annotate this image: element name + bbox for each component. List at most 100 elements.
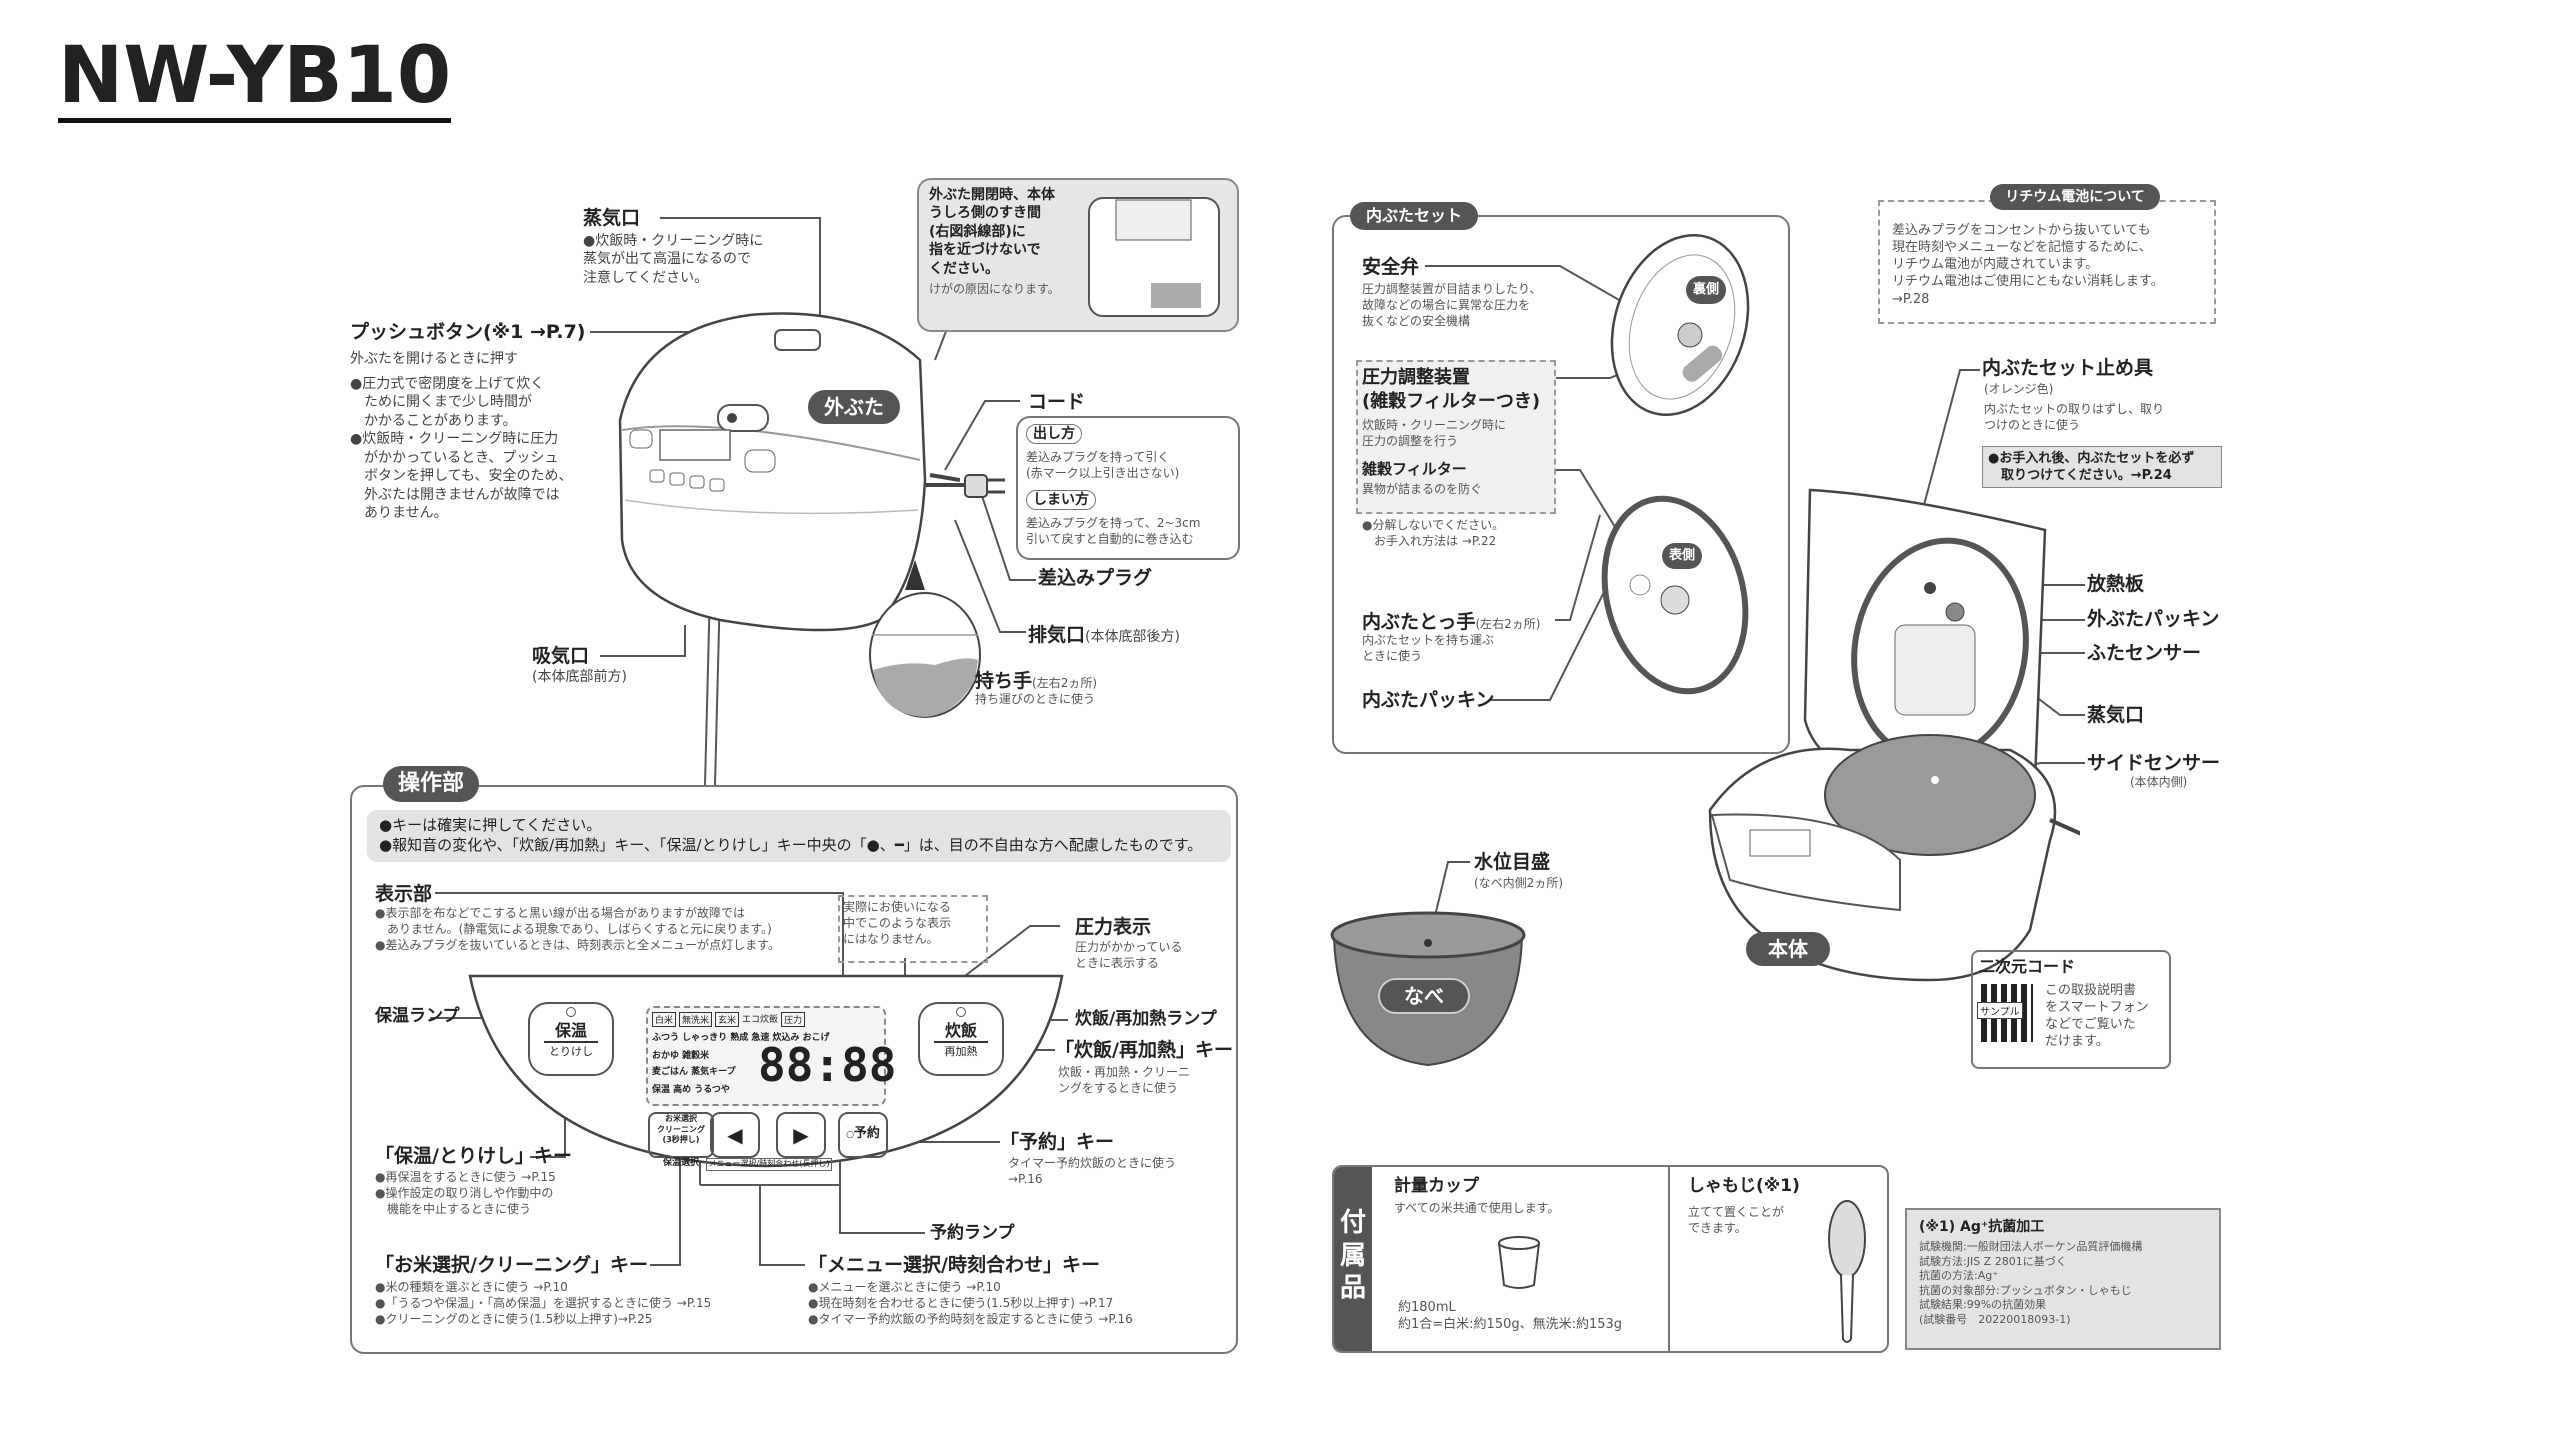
lcd-menu-row: 麦ごはん 蒸気キープ (652, 1067, 736, 1077)
cord-pull-desc: 差込みプラグを持って引く (赤マーク以上引き出さない) (1026, 450, 1180, 480)
control-panel-badge: 操作部 (383, 766, 479, 802)
keep-warm-cancel-button[interactable]: 保温 とりけし (528, 1002, 614, 1076)
lithium-text: 差込みプラグをコンセントから抜いていても 現在時刻やメニューなどを記憶するために… (1892, 223, 2164, 307)
timer-key-label: 「予約」キー (1000, 1131, 1115, 1153)
pressure-device-box: 圧力調整装置 (雑穀フィルターつき) 炊飯時・クリーニング時に 圧力の調整を行う… (1356, 360, 1556, 514)
rear-gap-illustration (1088, 197, 1220, 317)
exhaust-note: (本体底部後方) (1085, 629, 1180, 645)
timer-lamp-label: 予約ランプ (930, 1223, 1015, 1243)
cord-store-title: しまい方 (1026, 490, 1096, 511)
cook-button-top: 炊飯 (934, 1017, 988, 1043)
cook-button-bottom: 再加熱 (944, 1045, 978, 1058)
inner-lid-badge: 内ぶたセット (1350, 202, 1478, 230)
steam-vent-cap (774, 329, 821, 351)
back-side-badge: 裏側 (1686, 276, 1726, 304)
heat-plate-label: 放熱板 (2087, 573, 2145, 595)
menu-button-sub: メニュー選択/時刻合わせ(長押し) (706, 1158, 832, 1171)
intake-note: (本体底部前方) (532, 669, 627, 685)
outer-lid-badge: 外ぶた (808, 390, 900, 424)
measuring-cup-desc: すべての米共通で使用します。 (1394, 1201, 1560, 1215)
qr-sample-label: サンプル (1977, 1002, 2023, 1019)
knob-note: (左右2ヵ所) (1475, 617, 1541, 631)
cord-store-desc: 差込みプラグを持って、2~3cm 引いて戻すと自動的に巻き込む (1026, 516, 1201, 546)
lithium-badge: リチウム電池について (1990, 184, 2160, 210)
cook-key-desc: 炊飯・再加熱・クリーニ ングをするときに使う (1058, 1065, 1191, 1095)
display-label: 表示部 (375, 883, 433, 905)
qr-code-box: 二次元コード サンプル この取扱説明書 をスマートフォン などでご覧いた だけま… (1971, 950, 2171, 1069)
keep-warm-key-label: 「保温/とりけし」キー (375, 1145, 572, 1167)
menu-left-button[interactable]: ◀ (710, 1112, 760, 1158)
rice-key-desc: ●米の種類を選ぶときに使う →P.10 ●「うるつや保温」・「高め保温」を選択す… (375, 1280, 712, 1326)
exhaust-label-text: 排気口 (1028, 624, 1086, 646)
paddle-desc: 立てて置くことが できます。 (1688, 1205, 1785, 1235)
lid-stopper-desc: 内ぶたセットの取りはずし、取り つけのときに使う (1984, 402, 2165, 432)
steam-vent-desc: ●炊飯時・クリーニング時に 蒸気が出て高温になるので 注意してください。 (583, 233, 764, 286)
timer-key-desc: タイマー予約炊飯のときに使う →P.16 (1008, 1156, 1177, 1186)
main-body-badge: 本体 (1746, 932, 1830, 966)
safety-valve-label: 安全弁 (1362, 256, 1420, 278)
cook-lamp-label: 炊飯/再加熱ランプ (1075, 1009, 1217, 1029)
lcd-item: 白米 (652, 1012, 677, 1027)
inner-lid-back-illustration (1610, 233, 1750, 417)
menu-key-desc: ●メニューを選ぶときに使う →P.10 ●現在時刻を合わせるときに使う(1.5秒… (808, 1280, 1133, 1326)
warning-box: 外ぶた開閉時、本体 うしろ側のすき間 (右図斜線部)に 指を近づけないで くださ… (917, 178, 1239, 332)
pressure-label: 圧力表示 (1075, 916, 1152, 938)
side-sensor-label: サイドセンサー (2087, 752, 2221, 774)
push-button-notes: ●圧力式で密閉度を上げて炊く ために開くまで少し時間が かかることがあります。 … (350, 376, 573, 522)
filter-label: 雑穀フィルター (1362, 460, 1467, 478)
knob-desc: 内ぶたセットを持ち運ぶ ときに使う (1362, 633, 1495, 663)
water-level-note: (なべ内側2ヵ所) (1474, 876, 1563, 890)
plug-icon (925, 474, 1005, 498)
lcd-time: 88:88 (758, 1038, 897, 1092)
accessories-box: 付 属 品 計量カップ すべての米共通で使用します。 約180mL 約1合=白米… (1332, 1165, 1889, 1353)
control-panel-section (350, 785, 1238, 1354)
display-dotted-note: 実際にお使いになる 中でこのような表示 にはなりません。 (838, 895, 988, 963)
measuring-cup-icon (1498, 1236, 1540, 1289)
main-steam-vent-label: 蒸気口 (2087, 704, 2145, 726)
pressure-desc: 圧力がかかっている ときに表示する (1075, 940, 1183, 970)
handle-inset-illustration (869, 560, 981, 718)
lcd-menu-row: ふつう しゃっきり 熟成 急速 炊込み おこげ (652, 1033, 830, 1043)
handle-note: (左右2ヵ所) (1032, 676, 1098, 690)
rice-cleaning-button[interactable]: お米選択 クリーニング (3秒押し) (648, 1112, 714, 1158)
exhaust-label: 排気口(本体底部後方) (1028, 620, 1180, 647)
warning-title: 外ぶた開閉時、本体 うしろ側のすき間 (右図斜線部)に 指を近づけないで くださ… (929, 187, 1055, 277)
rice-paddle-icon (1828, 1200, 1866, 1343)
triangle-right-icon: ▶ (793, 1123, 809, 1147)
keep-warm-button-top: 保温 (544, 1017, 598, 1043)
lcd-item: 無洗米 (679, 1012, 713, 1027)
timer-button-label: 予約 (853, 1126, 880, 1141)
cook-lamp-icon (956, 1007, 966, 1017)
lcd-menu-row: おかゆ 雑穀米 (652, 1051, 710, 1061)
measuring-cup-label: 計量カップ (1394, 1176, 1479, 1196)
cord-label: コード (1028, 391, 1086, 413)
lcd-warm-row: 保温 高め うるつや (652, 1085, 730, 1095)
cook-key-label: 「炊飯/再加熱」キー (1055, 1039, 1233, 1061)
measuring-cup-spec: 約180mL 約1合=白米:約150g、無洗米:約153g (1398, 1300, 1623, 1333)
cord-instructions-box: 出し方 差込みプラグを持って引く (赤マーク以上引き出さない) しまい方 差込み… (1016, 416, 1240, 560)
antibacterial-lines: 試験機関:一般財団法人ボーケン品質評価機構 試験方法:JIS Z 2801に基づ… (1919, 1240, 2143, 1326)
outer-lid-packing-label: 外ぶたパッキン (2087, 608, 2220, 630)
handle-label: 持ち手(左右2ヵ所) (975, 666, 1097, 693)
pot-badge: なべ (1378, 978, 1470, 1014)
lcd-display: 白米 無洗米 玄米 エコ炊飯 圧力 ふつう しゃっきり 熟成 急速 炊込み おこ… (646, 1006, 896, 1106)
qr-code-label: 二次元コード (1979, 957, 2076, 976)
lithium-battery-box: 差込みプラグをコンセントから抜いていても 現在時刻やメニューなどを記憶するために… (1878, 200, 2216, 324)
page-title: NW-YB10 (58, 31, 452, 123)
cook-reheat-button[interactable]: 炊飯 再加熱 (918, 1002, 1004, 1076)
intake-label: 吸気口 (532, 645, 590, 667)
push-button-label: プッシュボタン(※1 →P.7) (350, 321, 586, 343)
accessories-header: 付 属 品 (1334, 1167, 1372, 1351)
menu-right-button[interactable]: ▶ (776, 1112, 826, 1158)
rice-button-sub: 保温選択 (662, 1158, 699, 1168)
qr-code-desc: この取扱説明書 をスマートフォン などでご覧いた だけます。 (2045, 983, 2149, 1050)
timer-button[interactable]: ○予約 (838, 1112, 888, 1158)
inner-lid-packing-label: 内ぶたパッキン (1362, 689, 1495, 711)
antibacterial-title: (※1) Ag⁺抗菌加工 (1919, 1219, 2045, 1235)
menu-key-label: 「メニュー選択/時刻合わせ」キー (808, 1254, 1100, 1276)
pressure-device-label: 圧力調整装置 (雑穀フィルターつき) (1362, 367, 1541, 412)
inner-lid-front-illustration (1601, 495, 1749, 695)
keep-warm-lamp-label: 保温ランプ (375, 1006, 460, 1026)
keep-warm-key-desc: ●再保温をするときに使う →P.15 ●操作設定の取り消しや作動中の 機能を中止… (375, 1170, 556, 1216)
handle-desc: 持ち運びのときに使う (975, 692, 1096, 706)
